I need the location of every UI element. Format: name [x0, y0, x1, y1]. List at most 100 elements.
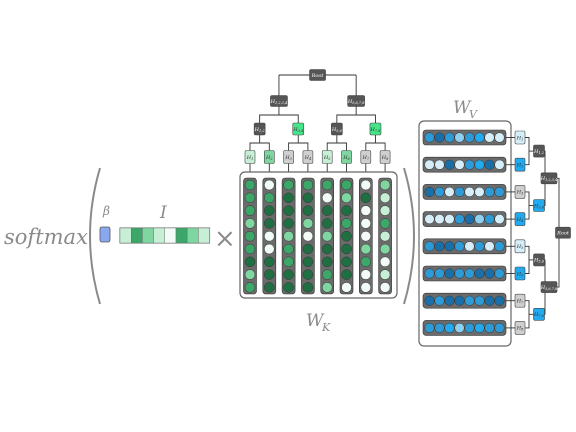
wk-cell	[264, 282, 275, 293]
wv-matrix-frame	[418, 120, 512, 347]
wk-cell	[360, 282, 372, 293]
wv-cell	[494, 214, 505, 225]
beta-label: β	[102, 204, 110, 218]
wv-cell	[424, 268, 435, 279]
wk-l2-node-box	[331, 122, 343, 136]
wv-cell	[474, 322, 485, 333]
wk-root-node: Root	[309, 69, 326, 81]
wk-leaf-node-text: H7	[361, 155, 369, 161]
wv-cell	[434, 214, 445, 225]
wk-leaf-node-box	[302, 150, 314, 164]
wv-leaf-node: H7	[514, 293, 526, 308]
wk-edge	[249, 129, 261, 157]
wk-leaf-node-box	[283, 150, 294, 164]
wk-l2-node-box	[253, 122, 266, 136]
wv-l2-node-box	[533, 199, 545, 212]
wv-cell	[464, 214, 475, 225]
wk-leaf-node-text: H1	[246, 155, 254, 161]
wk-cell	[244, 179, 256, 191]
wk-cell	[341, 192, 352, 204]
wv-cell	[494, 322, 505, 333]
wk-leaf-node: H7	[360, 150, 372, 164]
wk-cell	[283, 243, 294, 255]
wv-leaf-node-box	[514, 321, 526, 335]
wk-l1-node-text: H5,6,7,8	[347, 99, 365, 105]
wk-edge	[288, 129, 299, 157]
wk-leaf-node-text: H6	[342, 155, 350, 161]
wv-cell	[474, 295, 485, 306]
wv-cell	[494, 295, 505, 306]
wv-cell	[434, 241, 445, 252]
wk-leaf-node-text: H5	[323, 155, 331, 161]
wv-tree: H1H2H3H4H5H6H7H8H1,2H3,4H5,6H7,8H1,2,3,4…	[506, 130, 571, 335]
wv-cell	[484, 132, 495, 143]
wk-cell	[341, 230, 352, 242]
wv-cell	[484, 295, 495, 306]
softmax-label: softmax	[4, 225, 88, 249]
wv-cell	[494, 241, 505, 252]
wk-leaf-node-box	[341, 150, 352, 164]
wv-cell	[474, 186, 485, 197]
wk-cell	[321, 230, 333, 242]
wv-cell	[474, 159, 485, 170]
wv-leaf-node-text: H8	[516, 326, 524, 332]
input-cell	[175, 227, 188, 244]
wk-cell	[379, 179, 391, 191]
wv-leaf-node: H6	[514, 266, 526, 281]
wv-leaf-node: H5	[514, 239, 526, 254]
wk-cell	[283, 256, 294, 268]
input-cell	[186, 227, 199, 244]
wk-leaf-node-text: H2	[265, 155, 273, 161]
wv-leaf-node: H8	[514, 321, 526, 335]
wv-l1-node: H5,6,7,8	[540, 281, 558, 293]
wv-cell	[464, 186, 475, 197]
wv-l2-node-text: H1,2	[533, 149, 545, 155]
wv-cell	[434, 322, 445, 333]
wk-edge	[336, 101, 357, 129]
wk-leaf-node-text: H4	[304, 155, 312, 161]
wv-cell	[434, 268, 445, 279]
wv-leaf-node-box	[514, 239, 526, 254]
wv-cell	[454, 268, 465, 279]
wk-cell	[283, 179, 294, 191]
wv-l2-node-box	[533, 253, 545, 267]
wk-leaf-node-text: H3	[284, 155, 292, 161]
wk-cell	[360, 256, 372, 268]
wk-cell	[244, 269, 256, 280]
wk-l2-node: H1,2	[253, 122, 266, 136]
wk-cell	[264, 243, 275, 255]
wv-cell	[454, 159, 465, 170]
wv-leaf-node-text: H3	[516, 190, 524, 196]
wk-matrix	[243, 177, 392, 295]
wv-leaf-node: H3	[514, 185, 526, 199]
wv-cell	[424, 322, 435, 333]
wv-leaf-node-box	[514, 293, 526, 308]
wv-cell	[424, 241, 435, 252]
wk-edge	[365, 129, 376, 157]
wk-edge	[259, 101, 280, 129]
wk-cell	[302, 192, 314, 204]
wk-cell	[264, 205, 275, 216]
wv-l2-node-box	[533, 144, 545, 158]
wk-cell	[341, 218, 352, 229]
wv-cell	[444, 241, 455, 252]
left-paren	[89, 167, 101, 305]
wv-cell	[484, 268, 495, 279]
wk-cell	[321, 179, 333, 191]
wk-cell	[341, 269, 352, 280]
wv-cell	[474, 241, 485, 252]
wv-l1-node-text: H5,6,7,8	[540, 285, 558, 291]
wk-cell	[244, 256, 256, 268]
wk-leaf-node-box	[263, 150, 275, 164]
wk-l2-node-text: H7,8	[369, 127, 381, 133]
wv-matrix	[422, 129, 507, 336]
wv-cell	[434, 159, 445, 170]
wk-l1-node-box	[347, 95, 365, 107]
wv-cell	[444, 295, 455, 306]
wk-l2-node: H7,8	[369, 122, 382, 136]
input-label: I	[159, 203, 167, 223]
wv-cell	[494, 159, 505, 170]
wk-leaf-node: H8	[379, 150, 391, 164]
wv-leaf-node-box	[514, 185, 526, 199]
